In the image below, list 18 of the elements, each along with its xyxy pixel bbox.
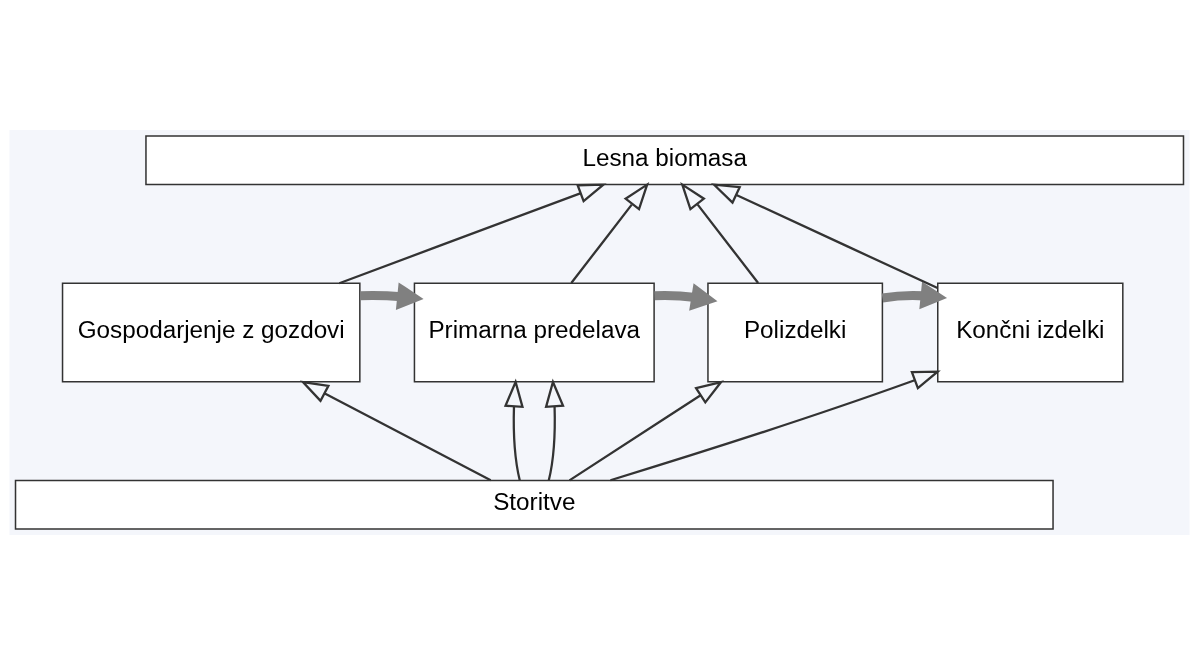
node-box: Storitve (14, 479, 1054, 530)
arrow (544, 378, 565, 481)
arrow (570, 181, 650, 284)
node-box: Končni izdelki (937, 281, 1124, 383)
arrow (568, 379, 724, 481)
node-box: Gospodarjenje z gozdovi (61, 281, 361, 383)
arrow (299, 379, 492, 481)
arrow (654, 282, 718, 311)
arrow (359, 281, 424, 310)
node-box: Lesna biomasa (145, 134, 1185, 185)
arrow (680, 181, 760, 284)
node-box: Primarna predelava (413, 281, 655, 383)
arrow (338, 183, 607, 284)
arrow (610, 369, 941, 481)
node-box: Polizdelki (707, 281, 884, 383)
arrow (503, 378, 524, 481)
arrow (881, 281, 948, 309)
arrow (710, 182, 939, 289)
